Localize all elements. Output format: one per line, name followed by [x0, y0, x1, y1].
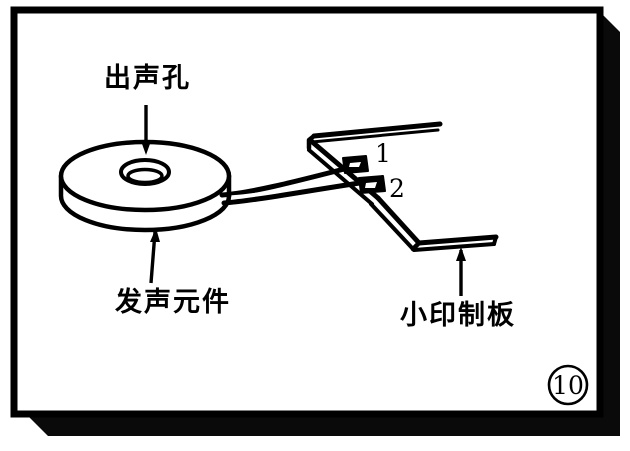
arrowhead-sound-hole — [141, 141, 151, 155]
pcb-lower-arm-edge — [412, 242, 496, 252]
connection-wire-lower — [221, 179, 369, 206]
solder-point-label-2: 2 — [389, 174, 405, 203]
pcb-main-body-edge — [369, 202, 415, 251]
pcb-diagonal-upper-edge — [307, 148, 374, 206]
arrowhead-small-pcb — [456, 247, 466, 261]
solder-point-label-1: 1 — [375, 139, 391, 168]
pcb-upper-arm-edge — [310, 128, 440, 144]
pcb-lower-arm — [416, 234, 499, 246]
pcb-upper-arm — [311, 121, 443, 139]
label-sound-hole: 出声孔 — [104, 63, 191, 94]
pcb-main-body — [375, 195, 422, 246]
solder-pad-2-highlight — [365, 182, 377, 188]
figure-number-text: 10 — [552, 371, 584, 400]
sound-hole-inner — [126, 167, 164, 185]
label-sound-element: 发声元件 — [114, 286, 231, 318]
solder-pad-1-highlight — [349, 162, 361, 167]
pcb-lower-arm-tip — [492, 235, 498, 246]
figure-number-circle — [547, 364, 589, 406]
arrowhead-sound-element — [150, 228, 160, 242]
label-small-pcb: 小印制板 — [400, 300, 516, 331]
